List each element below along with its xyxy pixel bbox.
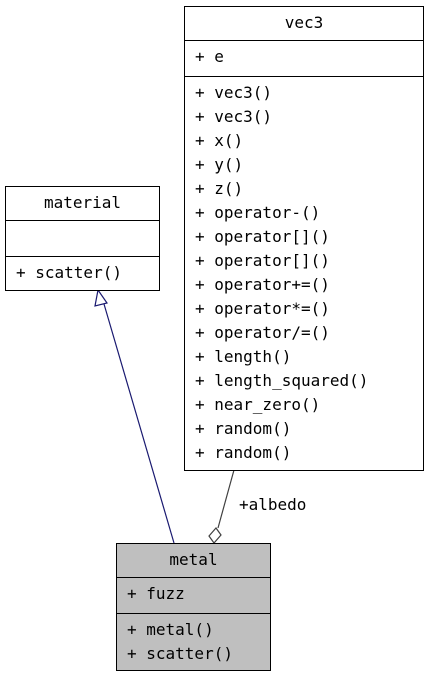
metal-attribute: + fuzz <box>127 584 185 603</box>
inheritance-edge <box>103 303 175 544</box>
vec3-methods: + vec3() + vec3() + x() + y() + z() + op… <box>185 76 423 465</box>
inheritance-arrowhead <box>94 288 108 307</box>
vec3-method: + near_zero() <box>195 395 321 414</box>
material-method: + scatter() <box>16 263 122 282</box>
vec3-method: + operator*=() <box>195 299 330 318</box>
vec3-method: + random() <box>195 419 292 438</box>
aggregation-edge <box>217 469 235 529</box>
albedo-relation-label: +albedo <box>239 495 307 514</box>
metal-method: + metal() <box>127 620 214 639</box>
vec3-method: + vec3() <box>195 83 273 102</box>
metal-class[interactable]: metal + fuzz + metal() + scatter() <box>116 543 271 671</box>
vec3-attribute: + e <box>195 47 224 66</box>
material-class[interactable]: material + scatter() <box>5 186 160 291</box>
vec3-method: + operator[]() <box>195 227 330 246</box>
material-attributes <box>6 220 159 256</box>
material-class-name: material <box>43 193 122 212</box>
vec3-method: + length_squared() <box>195 371 369 390</box>
vec3-method: + random() <box>195 443 292 462</box>
vec3-class[interactable]: vec3 + e + vec3() + vec3() + x() + y() +… <box>184 6 424 471</box>
metal-class-name: metal <box>169 550 218 569</box>
metal-methods: + metal() + scatter() <box>117 613 270 666</box>
vec3-method: + operator/=() <box>195 323 330 342</box>
vec3-method: + operator+=() <box>195 275 330 294</box>
vec3-attributes: + e <box>185 40 423 76</box>
vec3-method: + x() <box>195 131 244 150</box>
metal-method: + scatter() <box>127 644 233 663</box>
vec3-method: + z() <box>195 179 244 198</box>
vec3-method: + y() <box>195 155 244 174</box>
vec3-method: + operator[]() <box>195 251 330 270</box>
metal-attributes: + fuzz <box>117 577 270 613</box>
material-methods: + scatter() <box>6 256 159 285</box>
aggregation-diamond <box>208 527 222 544</box>
vec3-method: + length() <box>195 347 292 366</box>
vec3-class-name: vec3 <box>284 13 324 32</box>
vec3-method: + operator-() <box>195 203 321 222</box>
vec3-method: + vec3() <box>195 107 273 126</box>
